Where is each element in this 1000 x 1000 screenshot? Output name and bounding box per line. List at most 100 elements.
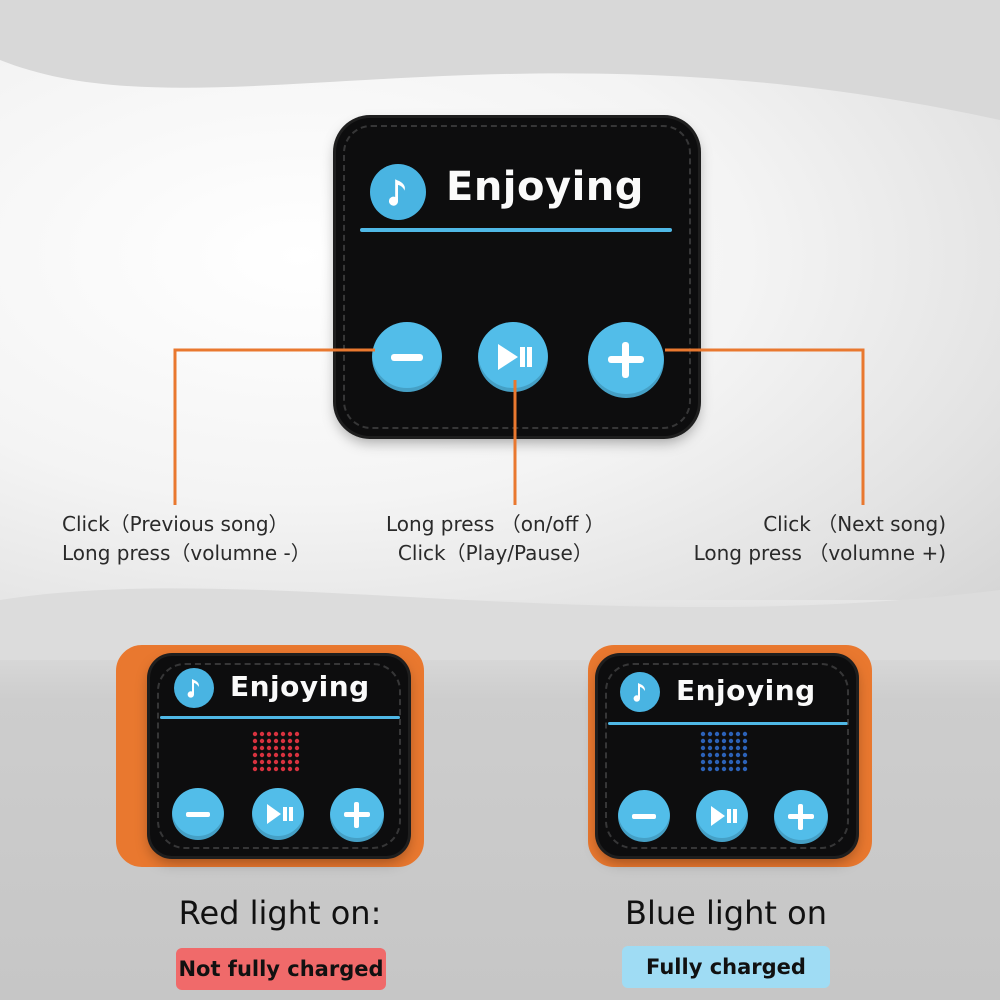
led-dot — [252, 745, 258, 751]
callout-center: Long press （on/off ） Click（Play/Pause） — [386, 510, 605, 568]
volume-up-button[interactable] — [774, 790, 828, 844]
play-pause-icon — [711, 806, 737, 826]
led-dot — [266, 745, 272, 751]
callout-center-line1: Long press （on/off ） — [386, 512, 605, 536]
led-dot — [266, 759, 272, 765]
led-dot — [728, 752, 734, 758]
patch-divider — [360, 228, 672, 232]
volume-up-button[interactable] — [588, 322, 664, 398]
led-dot — [728, 738, 734, 744]
led-dot — [266, 752, 272, 758]
blue-state-patch: Enjoying — [598, 656, 856, 856]
red-state-patch: Enjoying — [150, 656, 408, 856]
callout-left-line1: Click（Previous song） — [62, 512, 289, 536]
led-dot — [742, 752, 748, 758]
led-dot — [735, 738, 741, 744]
led-dot — [700, 759, 706, 765]
led-dot — [280, 738, 286, 744]
led-dot — [707, 745, 713, 751]
led-dot — [735, 745, 741, 751]
led-dot — [700, 766, 706, 772]
led-dot — [259, 766, 265, 772]
led-dot — [273, 731, 279, 737]
plus-icon — [788, 804, 814, 830]
play-pause-button[interactable] — [478, 322, 548, 392]
callout-left: Click（Previous song） Long press（volumne … — [62, 510, 311, 568]
led-dot — [294, 766, 300, 772]
led-dot — [742, 738, 748, 744]
music-note-icon — [620, 672, 660, 712]
led-dot — [280, 759, 286, 765]
led-dot — [259, 745, 265, 751]
led-dot — [700, 731, 706, 737]
led-dot — [714, 752, 720, 758]
led-dot — [721, 738, 727, 744]
minus-icon — [632, 814, 656, 819]
led-dot — [273, 738, 279, 744]
callout-center-line2: Click（Play/Pause） — [397, 541, 593, 565]
led-dot — [294, 738, 300, 744]
callout-right-line2: Long press （volumne +) — [693, 541, 946, 565]
main-control-patch: Enjoying — [336, 118, 698, 436]
led-dot — [714, 731, 720, 737]
callout-left-line2: Long press（volumne -） — [62, 541, 311, 565]
led-dot — [252, 731, 258, 737]
led-dot — [742, 731, 748, 737]
led-dot — [252, 766, 258, 772]
music-note-icon — [370, 164, 426, 220]
led-dot — [287, 759, 293, 765]
led-dot — [287, 745, 293, 751]
led-dot — [728, 759, 734, 765]
patch-divider — [608, 722, 848, 725]
led-dot — [273, 745, 279, 751]
led-dot — [273, 752, 279, 758]
patch-divider — [160, 716, 400, 719]
led-dot — [700, 745, 706, 751]
led-dot — [294, 745, 300, 751]
led-dot — [735, 766, 741, 772]
led-dot — [252, 759, 258, 765]
blue-state-badge: Fully charged — [622, 946, 830, 988]
led-dot — [252, 738, 258, 744]
led-dot — [287, 731, 293, 737]
plus-icon — [344, 802, 370, 828]
led-dot — [735, 752, 741, 758]
led-dot — [280, 745, 286, 751]
led-dot — [700, 752, 706, 758]
volume-down-button[interactable] — [372, 322, 442, 392]
led-dot — [294, 752, 300, 758]
plus-icon — [608, 342, 644, 378]
volume-down-button[interactable] — [618, 790, 670, 842]
volume-up-button[interactable] — [330, 788, 384, 842]
play-pause-icon — [267, 804, 293, 824]
led-dot — [259, 738, 265, 744]
led-dot — [266, 766, 272, 772]
led-dot — [280, 752, 286, 758]
patch-title: Enjoying — [446, 164, 644, 210]
play-pause-icon — [498, 344, 532, 370]
led-dot — [266, 731, 272, 737]
red-state-caption: Red light on: — [178, 894, 382, 932]
led-dot — [728, 745, 734, 751]
led-dot — [714, 745, 720, 751]
led-dot — [721, 766, 727, 772]
red-led-indicator — [252, 731, 300, 772]
led-dot — [714, 759, 720, 765]
patch-title: Enjoying — [676, 674, 816, 707]
play-pause-button[interactable] — [696, 790, 748, 842]
led-dot — [259, 752, 265, 758]
led-dot — [742, 766, 748, 772]
led-dot — [700, 738, 706, 744]
led-dot — [273, 759, 279, 765]
minus-icon — [186, 812, 210, 817]
led-dot — [294, 731, 300, 737]
led-dot — [707, 738, 713, 744]
play-pause-button[interactable] — [252, 788, 304, 840]
led-dot — [728, 731, 734, 737]
led-dot — [266, 738, 272, 744]
volume-down-button[interactable] — [172, 788, 224, 840]
led-dot — [735, 759, 741, 765]
led-dot — [742, 745, 748, 751]
patch-title: Enjoying — [230, 670, 370, 703]
